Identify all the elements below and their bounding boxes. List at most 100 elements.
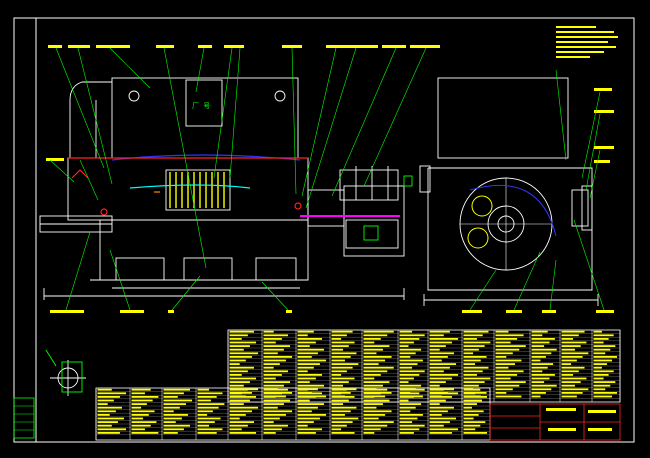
table-cell-text <box>229 396 257 398</box>
table-cell-text <box>197 417 221 420</box>
table-cell-text <box>229 414 246 416</box>
table-cell-text <box>593 374 609 376</box>
table-cell-text <box>463 410 484 413</box>
notes-block <box>556 26 618 58</box>
table-cell-text <box>593 363 607 365</box>
table-cell-text <box>163 417 182 420</box>
table-cell-text <box>229 410 252 413</box>
table-cell-text <box>399 374 420 376</box>
table-cell-text <box>399 352 416 355</box>
table-cell-text <box>263 421 274 423</box>
table-cell-text <box>463 374 477 376</box>
table-cell-text <box>363 428 381 431</box>
table-cell-text <box>163 392 184 395</box>
table-cell-text <box>97 428 127 431</box>
table-cell-text <box>263 381 291 383</box>
table-cell-text <box>331 399 349 402</box>
table-cell-text <box>229 359 246 362</box>
table-cell-text <box>263 388 288 391</box>
table-cell-text <box>331 396 355 398</box>
table-cell-text <box>429 406 454 409</box>
table-cell-text <box>131 424 151 427</box>
table-cell-text <box>463 399 482 402</box>
table-cell-text <box>97 388 112 391</box>
table-cell-text <box>561 341 587 344</box>
table-cell-text <box>399 330 413 333</box>
table-cell-text <box>363 421 394 423</box>
table-cell-text <box>97 396 120 398</box>
table-cell-text <box>263 348 284 351</box>
table-cell-text <box>197 392 223 395</box>
table-cell-text <box>297 417 320 420</box>
table-cell-text <box>131 414 149 416</box>
table-cell-text <box>197 399 211 402</box>
table-cell-text <box>197 428 223 431</box>
table-cell-text <box>561 374 574 376</box>
table-cell-text <box>399 348 422 351</box>
table-cell-text <box>531 392 546 394</box>
table-cell-text <box>463 352 474 355</box>
table-cell-text <box>131 432 159 434</box>
table-cell-text <box>297 414 327 416</box>
table-cell-text <box>263 392 282 395</box>
table-cell-text <box>363 374 381 376</box>
title-block-text <box>546 408 616 431</box>
table-cell-text <box>197 432 217 434</box>
table-cell-text <box>429 370 444 373</box>
table-cell-text <box>495 356 507 358</box>
table-cell-text <box>229 381 250 383</box>
table-cell-text <box>463 388 481 391</box>
table-cell-text <box>229 341 257 344</box>
table-cell-text <box>429 356 448 358</box>
table-cell-text <box>363 417 379 420</box>
table-cell-text <box>263 363 280 365</box>
table-cell-text <box>463 417 474 420</box>
table-cell-text <box>229 338 242 340</box>
table-cell-text <box>363 424 388 427</box>
table-cell-text <box>463 414 479 416</box>
table-cell-text <box>495 388 513 391</box>
table-cell-text <box>331 374 342 376</box>
table-cell-text <box>297 374 322 376</box>
table-cell-text <box>363 381 390 383</box>
table-cell-text <box>331 338 342 340</box>
top-callout-labels <box>48 45 440 48</box>
table-cell-text <box>399 406 416 409</box>
table-cell-text <box>429 384 440 387</box>
table-cell-text <box>495 395 522 398</box>
table-cell-text <box>263 406 278 409</box>
table-cell-text <box>463 330 489 333</box>
table-cell-text <box>229 370 248 373</box>
table-cell-text <box>297 338 322 340</box>
table-cell-text <box>263 396 276 398</box>
table-cell-text <box>229 392 242 395</box>
table-cell-text <box>163 396 178 398</box>
table-cell-text <box>331 388 347 391</box>
table-cell-text <box>495 341 511 344</box>
table-cell-text <box>429 421 450 423</box>
table-cell-text <box>429 341 452 344</box>
table-cell-text <box>429 428 459 431</box>
table-cell-text <box>197 424 210 427</box>
table-cell-text <box>163 406 180 409</box>
table-cell-text <box>429 399 446 402</box>
table-cell-text <box>399 359 423 362</box>
table-cell-text <box>399 396 414 398</box>
table-cell-text <box>495 359 522 362</box>
table-cell-text <box>463 377 491 380</box>
table-cell-text <box>297 384 325 387</box>
table-cell-text <box>463 348 479 351</box>
table-cell-text <box>97 403 108 405</box>
table-cell-text <box>399 338 420 340</box>
table-cell-text <box>593 338 609 340</box>
table-cell-text <box>561 395 577 398</box>
table-cell-text <box>263 370 288 373</box>
table-cell-text <box>163 428 184 431</box>
table-cell-text <box>163 432 178 434</box>
table-cell-text <box>229 417 240 420</box>
table-cell-text <box>429 330 450 333</box>
table-cell-text <box>531 395 541 398</box>
table-cell-text <box>363 403 383 405</box>
table-cell-text <box>399 345 409 347</box>
